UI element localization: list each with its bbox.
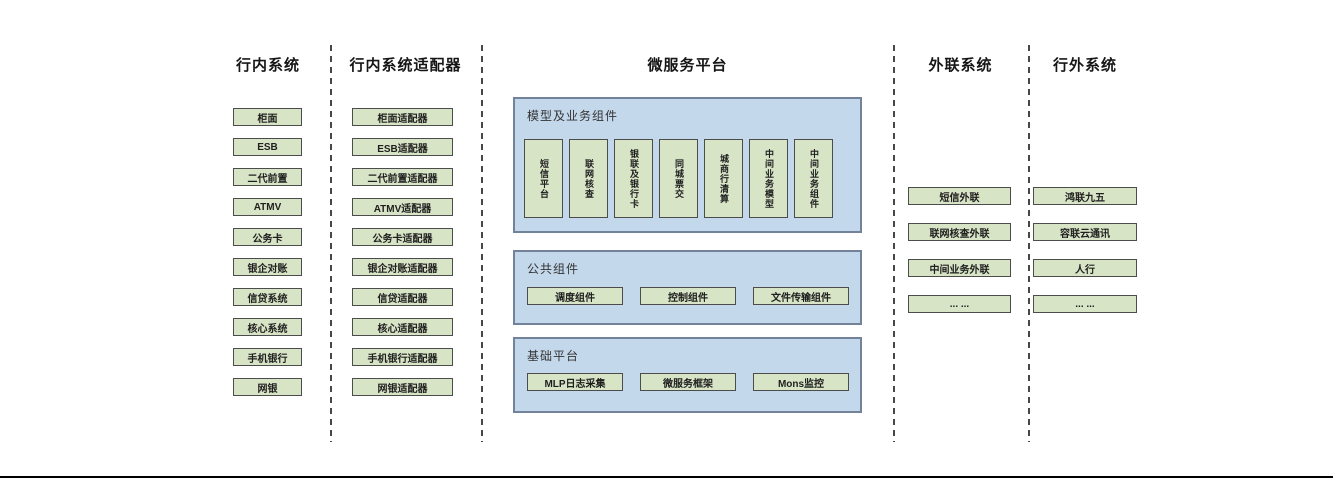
adapter-box: 核心适配器 [352,318,453,336]
adapter-box: 信贷适配器 [352,288,453,306]
external-box: 短信外联 [908,187,1011,205]
component-box: 文件传输组件 [753,287,849,305]
adapter-box: ESB适配器 [352,138,453,156]
component-box: 调度组件 [527,287,623,305]
system-box: 网银 [233,378,302,396]
system-box: 柜面 [233,108,302,126]
adapter-box: ATMV适配器 [352,198,453,216]
component-box: 短信平台 [524,139,563,218]
header-microservice-platform: 微服务平台 [647,57,728,74]
adapter-box: 手机银行适配器 [352,348,453,366]
divider-4 [1028,45,1030,442]
component-box: 银联及银行卡 [614,139,653,218]
outside-box: ... ... [1033,295,1137,313]
adapter-box: 二代前置适配器 [352,168,453,186]
component-box: 中间业务组件 [794,139,833,218]
system-box: ESB [233,138,302,156]
component-box: 联网核查 [569,139,608,218]
adapter-box: 银企对账适配器 [352,258,453,276]
panel-title: 公共组件 [527,262,580,276]
divider-1 [330,45,332,442]
external-box: ... ... [908,295,1011,313]
component-box: 中间业务模型 [749,139,788,218]
adapter-box: 柜面适配器 [352,108,453,126]
system-box: 信贷系统 [233,288,302,306]
system-box: 核心系统 [233,318,302,336]
system-box: ATMV [233,198,302,216]
model-business-components-panel: 模型及业务组件 短信平台 联网核查 银联及银行卡 同城票交 城商行清算 中间业务… [513,97,862,233]
divider-2 [481,45,483,442]
outside-bank-column: 鸿联九五 容联云通讯 人行 ... ... [1033,187,1137,313]
system-box: 公务卡 [233,228,302,246]
header-external-link-systems: 外联系统 [928,57,993,74]
component-box: 城商行清算 [704,139,743,218]
system-box: 手机银行 [233,348,302,366]
outside-box: 人行 [1033,259,1137,277]
system-box: 银企对账 [233,258,302,276]
external-box: 中间业务外联 [908,259,1011,277]
header-internal-systems: 行内系统 [235,57,300,74]
adapter-box: 公务卡适配器 [352,228,453,246]
component-box: MLP日志采集 [527,373,623,391]
common-components-panel: 公共组件 调度组件 控制组件 文件传输组件 [513,250,862,325]
header-outside-bank-systems: 行外系统 [1052,57,1117,74]
bottom-rule [0,476,1333,478]
component-box: Mons监控 [753,373,849,391]
panel-title: 模型及业务组件 [527,109,619,123]
divider-3 [893,45,895,442]
external-link-column: 短信外联 联网核查外联 中间业务外联 ... ... [908,187,1011,313]
header-internal-adapters: 行内系统适配器 [349,57,462,74]
component-box: 控制组件 [640,287,736,305]
outside-box: 鸿联九五 [1033,187,1137,205]
base-platform-row: MLP日志采集 微服务框架 Mons监控 [527,373,849,391]
component-box: 微服务框架 [640,373,736,391]
internal-adapters-column: 柜面适配器 ESB适配器 二代前置适配器 ATMV适配器 公务卡适配器 银企对账… [352,108,453,396]
component-box: 同城票交 [659,139,698,218]
base-platform-panel: 基础平台 MLP日志采集 微服务框架 Mons监控 [513,337,862,413]
vertical-components-row: 短信平台 联网核查 银联及银行卡 同城票交 城商行清算 中间业务模型 中间业务组… [524,139,833,218]
internal-systems-column: 柜面 ESB 二代前置 ATMV 公务卡 银企对账 信贷系统 核心系统 手机银行… [233,108,302,396]
external-box: 联网核查外联 [908,223,1011,241]
panel-title: 基础平台 [527,349,580,363]
outside-box: 容联云通讯 [1033,223,1137,241]
adapter-box: 网银适配器 [352,378,453,396]
system-box: 二代前置 [233,168,302,186]
common-components-row: 调度组件 控制组件 文件传输组件 [527,287,849,305]
